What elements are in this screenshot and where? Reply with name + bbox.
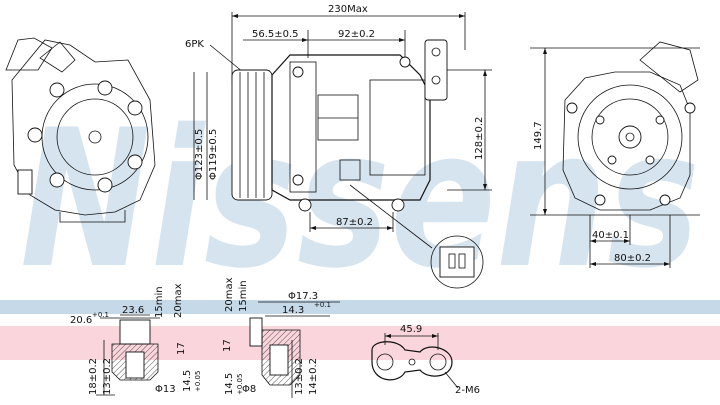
offset-label: 40±0.1 [592, 230, 629, 241]
dim-92: 92±0.2 [338, 29, 375, 40]
dm-d-tol: +0.1 [314, 301, 331, 309]
dl-i: 14.5 [182, 370, 193, 392]
flange-detail: 45.9 2-M6 [371, 324, 480, 396]
bottom-spacing-label: 87±0.2 [336, 217, 373, 228]
pulley-label: 6PK [185, 39, 204, 50]
width-label: 80±0.2 [614, 253, 651, 264]
dl-g: 13±0.2 [102, 358, 113, 395]
dm-b: 15min [238, 280, 249, 312]
dr-holes: 2-M6 [455, 385, 480, 396]
dm-e: 17 [222, 339, 233, 352]
side-view: 230Max 56.5±0.5 92±0.2 6PK Φ123±0.5 Φ119… [185, 4, 492, 289]
dl-a: 20.6 [70, 315, 92, 326]
fitting-detail-left: 20.6 +0.1 23.6 15min 20max 18±0.2 13±0.2… [70, 283, 202, 396]
dl-h: Φ13 [155, 384, 176, 395]
dm-i: Φ8 [242, 384, 256, 395]
dia-inner-label: Φ119±0.5 [208, 129, 219, 180]
dl-c: 15min [154, 286, 165, 318]
dm-h: 14±0.2 [308, 358, 319, 395]
dm-a: 20max [224, 277, 235, 312]
dim-56-5: 56.5±0.5 [252, 29, 299, 40]
dl-b: 23.6 [122, 305, 144, 316]
dl-a-tol: +0.1 [92, 311, 109, 319]
dl-d: 20max [173, 283, 184, 318]
total-height-label: 149.7 [533, 121, 544, 150]
dm-c: Φ17.3 [288, 291, 318, 302]
dl-i-tol: +0.05 [194, 371, 202, 392]
front-view [5, 37, 156, 223]
dl-f: 18±0.2 [88, 358, 99, 395]
dm-f-tol: +0.05 [236, 374, 244, 395]
watermark-pink-band [0, 326, 720, 360]
dia-outer-label: Φ123±0.5 [194, 129, 205, 180]
dm-f: 14.5 [224, 373, 235, 395]
height-label: 128±0.2 [474, 117, 485, 160]
dr-length: 45.9 [400, 324, 422, 335]
watermark-blue-band [0, 300, 720, 314]
overall-length-label: 230Max [328, 4, 368, 15]
dl-e: 17 [176, 342, 187, 355]
dm-g: 13±0.2 [294, 358, 305, 395]
rear-view: 149.7 40±0.1 80±0.2 [530, 41, 700, 268]
dm-d: 14.3 [282, 305, 304, 316]
fitting-detail-mid: 20max 15min Φ17.3 14.3 +0.1 17 14.5 +0.0… [222, 277, 340, 398]
